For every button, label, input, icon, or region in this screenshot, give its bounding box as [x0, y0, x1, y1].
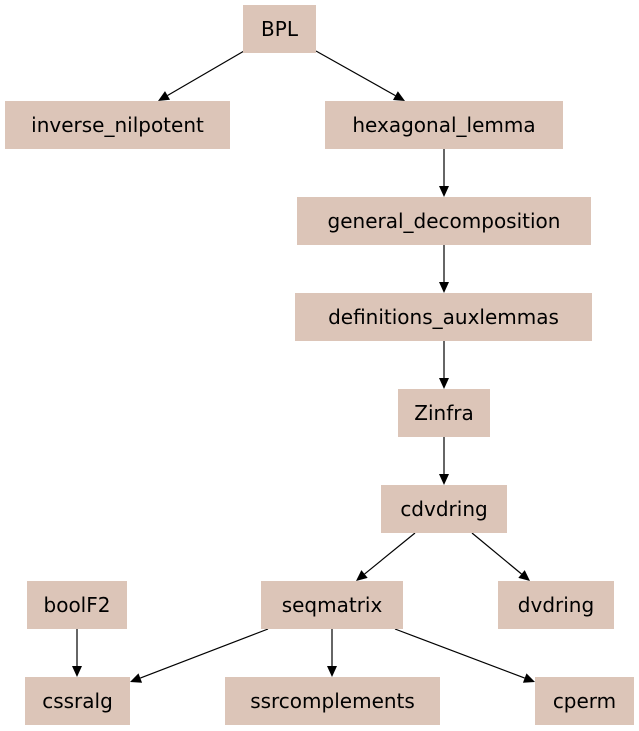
node-label: dvdring: [518, 593, 594, 617]
edge-line: [140, 628, 269, 679]
node-label: cssralg: [42, 689, 113, 713]
arrowhead-icon: [522, 673, 535, 683]
node-box: [25, 677, 130, 725]
arrowhead-icon: [72, 666, 82, 677]
edges-layer: [72, 50, 535, 683]
arrowhead-icon: [392, 91, 405, 101]
edge-general-decomposition-to-definitions-auxlemmas: [439, 245, 449, 293]
node-label: cdvdring: [400, 497, 487, 521]
node-box: [498, 581, 614, 629]
node-label: seqmatrix: [282, 593, 383, 617]
edge-cdvdring-to-dvdring: [471, 532, 530, 581]
node-label: hexagonal_lemma: [352, 113, 535, 137]
node-box: [27, 581, 127, 629]
edge-boolf2-to-cssralg: [72, 629, 82, 677]
node-inverse-nilpotent: inverse_nilpotent: [5, 101, 230, 149]
node-box: [535, 677, 634, 725]
arrowhead-icon: [158, 91, 171, 101]
node-general-decomposition: general_decomposition: [297, 197, 591, 245]
node-label: cperm: [553, 689, 616, 713]
node-bpl: BPL: [243, 5, 316, 53]
arrowhead-icon: [439, 186, 449, 197]
arrowhead-icon: [327, 666, 337, 677]
edge-line: [315, 50, 396, 97]
edge-bpl-to-inverse-nilpotent: [158, 50, 245, 101]
node-box: [261, 581, 403, 629]
edge-line: [394, 628, 525, 679]
node-box: [381, 485, 507, 533]
node-label: definitions_auxlemmas: [328, 305, 559, 329]
arrowhead-icon: [439, 282, 449, 293]
node-boolf2: boolF2: [27, 581, 127, 629]
arrowhead-icon: [518, 570, 530, 581]
node-box: [295, 293, 592, 341]
edge-line: [471, 532, 522, 575]
edge-zinfra-to-cdvdring: [439, 437, 449, 485]
node-box: [225, 677, 440, 725]
node-label: boolF2: [44, 593, 111, 617]
node-box: [5, 101, 230, 149]
edge-definitions-auxlemmas-to-zinfra: [439, 341, 449, 389]
arrowhead-icon: [356, 570, 368, 581]
node-definitions-auxlemmas: definitions_auxlemmas: [295, 293, 592, 341]
edge-line: [364, 532, 416, 575]
node-label: ssrcomplements: [250, 689, 415, 713]
nodes-layer: BPL inverse_nilpotent hexagonal_lemmagener…: [5, 5, 634, 725]
edge-bpl-to-hexagonal-lemma: [315, 50, 405, 101]
node-label: general_decomposition: [328, 209, 561, 233]
edge-hexagonal-lemma-to-general-decomposition: [439, 149, 449, 197]
node-hexagonal-lemma: hexagonal_lemma: [325, 101, 563, 149]
arrowhead-icon: [439, 378, 449, 389]
arrowhead-icon: [439, 474, 449, 485]
node-seqmatrix: seqmatrix: [261, 581, 403, 629]
node-dvdring: dvdring: [498, 581, 614, 629]
node-label: BPL: [261, 17, 299, 41]
node-box: [243, 5, 316, 53]
node-ssrcomplements: ssrcomplements: [225, 677, 440, 725]
edge-line: [167, 50, 245, 96]
edge-seqmatrix-to-ssrcomplements: [327, 629, 337, 677]
edge-seqmatrix-to-cssralg: [130, 628, 269, 683]
node-label: Zinfra: [414, 401, 473, 425]
node-cperm: cperm: [535, 677, 634, 725]
node-box: [325, 101, 563, 149]
edge-cdvdring-to-seqmatrix: [356, 532, 416, 581]
node-label: inverse_nilpotent: [31, 113, 204, 137]
node-cdvdring: cdvdring: [381, 485, 507, 533]
node-cssralg: cssralg: [25, 677, 130, 725]
arrowhead-icon: [130, 673, 143, 683]
node-zinfra: Zinfra: [398, 389, 490, 437]
edge-seqmatrix-to-cperm: [394, 628, 535, 683]
node-box: [297, 197, 591, 245]
node-box: [398, 389, 490, 437]
